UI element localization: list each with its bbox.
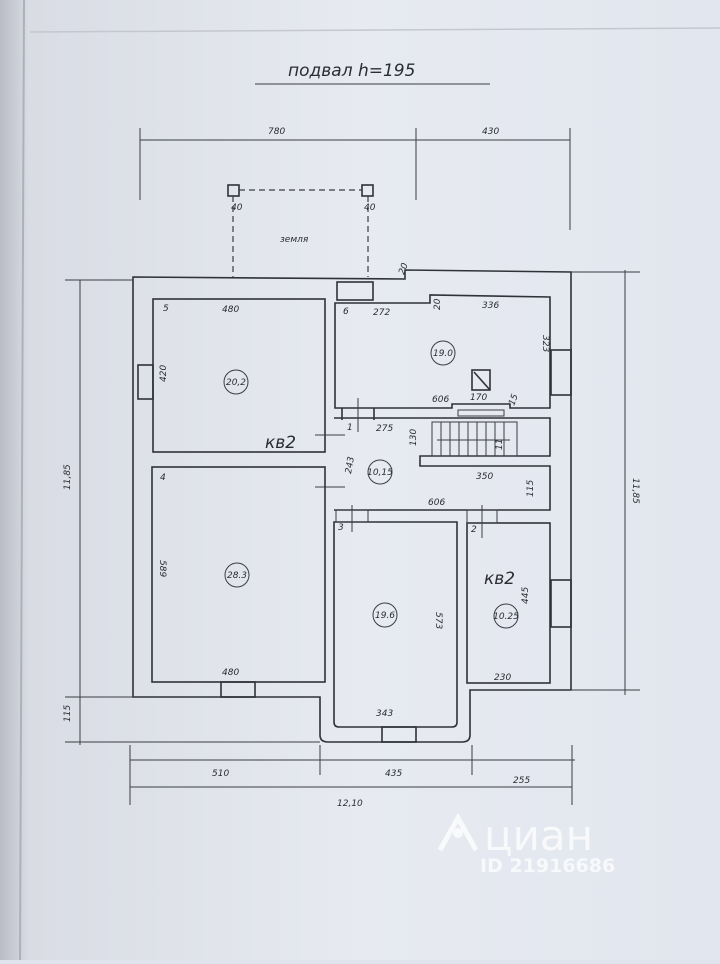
svg-text:420: 420 [159, 365, 169, 382]
window [550, 349, 572, 396]
svg-text:11: 11 [495, 439, 505, 450]
watermark-brand: циан [484, 811, 593, 860]
room-5: 5 480 420 20,2 кв2 [152, 298, 326, 453]
svg-text:115: 115 [526, 480, 536, 497]
svg-text:435: 435 [385, 769, 402, 779]
apartment-label: кв2 [484, 569, 515, 589]
outer-walls [132, 269, 572, 743]
svg-text:5: 5 [163, 304, 169, 314]
porch-area: 40 40 земля 20 [227, 184, 411, 277]
post-left-size: 40 [231, 203, 243, 213]
svg-text:1: 1 [347, 423, 353, 433]
room-area: 10.25 [493, 612, 519, 622]
porch-label: земля [280, 235, 309, 245]
page-edge [19, 0, 25, 961]
svg-text:12,10: 12,10 [337, 799, 363, 809]
porch-offset: 20 [397, 262, 410, 276]
svg-text:480: 480 [222, 305, 239, 315]
room-area: 19.0 [433, 349, 453, 359]
room-2: 2 кв2 10.25 445 230 [466, 505, 551, 684]
side-dimensions: 11,85 115 11,85 [63, 270, 640, 745]
dim-top-1: 780 [268, 127, 285, 137]
room-4: 4 589 28.3 480 [151, 466, 326, 683]
top-dimensions: 780 430 [139, 127, 571, 230]
svg-text:323: 323 [540, 335, 550, 352]
post-right-size: 40 [364, 203, 376, 213]
plan-title: подвал h=195 [288, 61, 415, 81]
svg-text:130: 130 [409, 429, 419, 446]
svg-text:115: 115 [63, 705, 73, 722]
svg-text:15: 15 [507, 393, 520, 407]
svg-text:343: 343 [376, 709, 393, 719]
svg-text:606: 606 [432, 395, 449, 405]
room-area: 10,15 [367, 468, 393, 478]
svg-text:3: 3 [338, 523, 344, 533]
svg-text:573: 573 [433, 612, 443, 629]
svg-text:336: 336 [482, 301, 499, 311]
room-area: 19.6 [375, 611, 395, 621]
svg-text:255: 255 [513, 776, 530, 786]
dim-top-2: 430 [482, 127, 499, 137]
svg-text:589: 589 [157, 560, 167, 577]
svg-text:11,85: 11,85 [63, 464, 73, 490]
svg-text:480: 480 [222, 668, 239, 678]
room-1-hall: 1 275 130 11 243 10,15 350 606 115 [315, 398, 551, 511]
room-6: 6 272 20 336 323 19.0 606 170 15 [334, 294, 551, 417]
chimney-icon [471, 369, 491, 391]
svg-text:243: 243 [344, 456, 357, 475]
room-area: 20,2 [226, 378, 246, 388]
window [550, 579, 572, 628]
svg-text:6: 6 [343, 307, 349, 317]
svg-text:606: 606 [428, 498, 445, 508]
svg-text:230: 230 [494, 673, 511, 683]
svg-text:170: 170 [470, 393, 487, 403]
svg-text:275: 275 [376, 424, 393, 434]
svg-text:272: 272 [373, 308, 390, 318]
svg-text:2: 2 [471, 525, 477, 535]
watermark: циан ID 21916686 [437, 811, 615, 877]
svg-text:445: 445 [521, 587, 531, 604]
room-area: 28.3 [227, 571, 247, 581]
svg-text:350: 350 [476, 472, 493, 482]
page-edge [29, 27, 720, 33]
svg-text:20: 20 [433, 298, 443, 310]
bottom-dimensions: 510 435 255 12,10 [129, 745, 575, 809]
watermark-id: ID 21916686 [480, 855, 615, 877]
svg-text:11,85: 11,85 [630, 478, 640, 504]
svg-text:510: 510 [212, 769, 229, 779]
svg-text:4: 4 [160, 473, 166, 483]
staircase [431, 421, 518, 457]
apartment-label: кв2 [265, 433, 296, 453]
room-3: 3 19.6 573 343 [333, 505, 458, 728]
